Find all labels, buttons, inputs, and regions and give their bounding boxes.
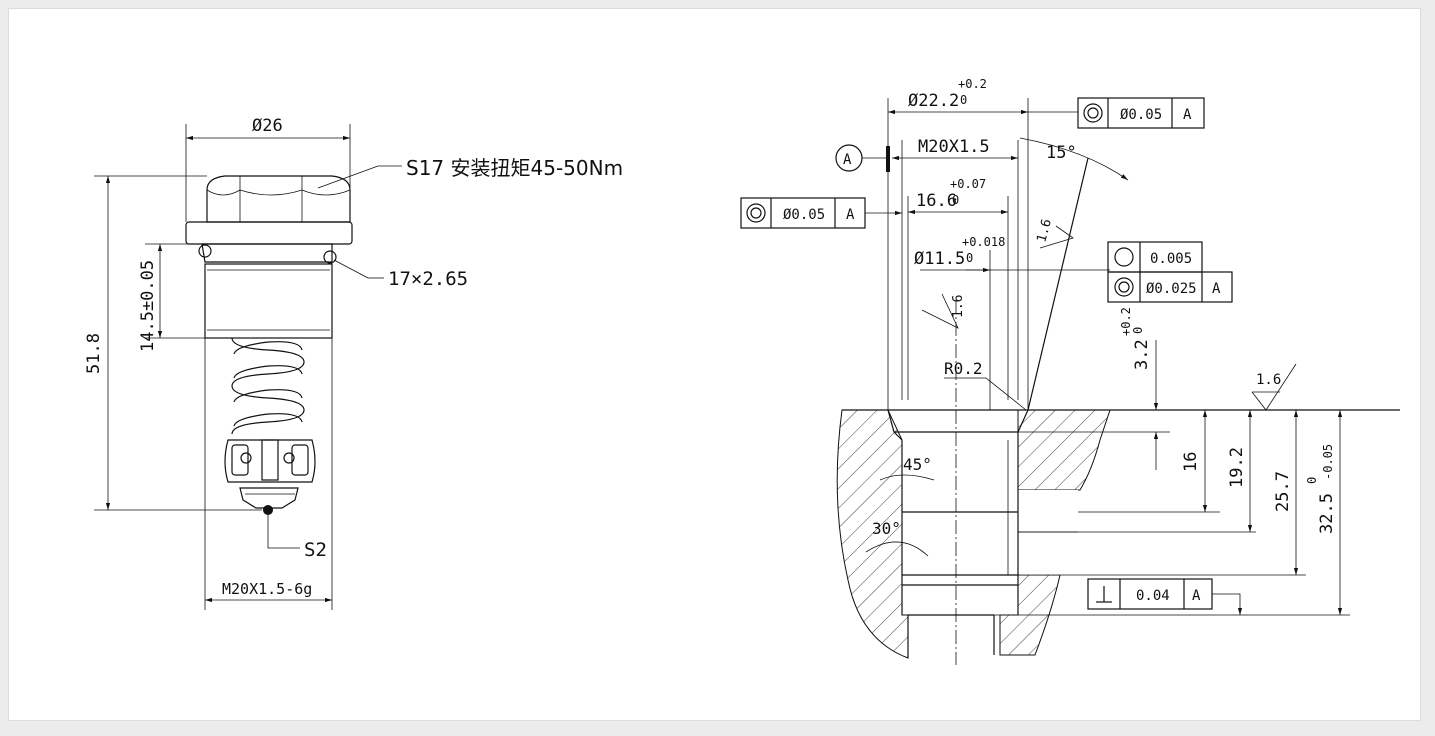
fcf-left: Ø0.05 A bbox=[740, 197, 902, 229]
valve-cage bbox=[224, 439, 316, 483]
spring bbox=[231, 337, 305, 435]
o-ring-right bbox=[323, 250, 337, 264]
right-view: Ø22.2 +0.2 0 Ø0.05 A M20X1.5 A 15° 1.6 bbox=[740, 77, 1400, 665]
dim-height-14-5: 14.5±0.05 bbox=[138, 260, 158, 352]
dim-counterbore-16-6: 16.6 bbox=[916, 191, 957, 211]
dim-depth-19-2: 19.2 bbox=[1227, 447, 1247, 488]
fcf-roundness: 0.005 bbox=[1107, 241, 1203, 273]
svg-text:Ø0.05: Ø0.05 bbox=[1120, 107, 1162, 123]
svg-text:A: A bbox=[846, 207, 855, 223]
svg-text:0: 0 bbox=[966, 251, 973, 265]
radius-r0-2: R0.2 bbox=[944, 359, 983, 378]
svg-text:A: A bbox=[1212, 281, 1221, 297]
flange bbox=[185, 221, 353, 245]
svg-text:Ø0.05: Ø0.05 bbox=[783, 207, 825, 223]
note-oring: 17×2.65 bbox=[388, 268, 468, 290]
svg-text:+0.2: +0.2 bbox=[958, 77, 987, 91]
dim-pilot-11-5: Ø11.5 bbox=[914, 249, 965, 269]
svg-text:0: 0 bbox=[1131, 327, 1145, 334]
fcf-perpendicularity: 0.04 A bbox=[1087, 578, 1243, 615]
dim-depth-32-5: 32.5 bbox=[1317, 493, 1337, 534]
svg-text:+0.07: +0.07 bbox=[950, 177, 986, 191]
o-ring-left bbox=[198, 244, 212, 258]
dim-bore-22-2: Ø22.2 bbox=[908, 91, 959, 111]
ball bbox=[263, 505, 273, 515]
valve-stem bbox=[239, 487, 299, 509]
svg-text:0: 0 bbox=[952, 193, 959, 207]
hex-head bbox=[206, 175, 351, 223]
dim-depth-25-7: 25.7 bbox=[1273, 471, 1293, 512]
drawing-frame bbox=[8, 8, 1421, 721]
threaded-body bbox=[204, 263, 333, 339]
note-hex-torque: S17 安装扭矩45-50Nm bbox=[406, 156, 623, 180]
roughness-chamfer: 1.6 bbox=[1034, 217, 1055, 244]
svg-text:0.005: 0.005 bbox=[1150, 251, 1192, 267]
dim-depth-3-2: 3.2 bbox=[1132, 339, 1152, 370]
dim-thread-m20: M20X1.5-6g bbox=[222, 580, 312, 598]
svg-text:+0.018: +0.018 bbox=[962, 235, 1005, 249]
roughness-surface: 1.6 bbox=[1256, 372, 1281, 388]
svg-text:Ø0.025: Ø0.025 bbox=[1146, 281, 1197, 297]
dim-diameter-26: Ø26 bbox=[252, 116, 283, 136]
dim-thread-m20x1-5: M20X1.5 bbox=[918, 137, 990, 157]
left-view: Ø26 S17 安装扭矩45-50Nm 17×2.65 51.8 14.5±0.… bbox=[84, 116, 623, 610]
angle-45: 45° bbox=[903, 455, 932, 474]
svg-text:A: A bbox=[843, 152, 852, 168]
fcf-concentric: Ø0.025 A bbox=[1107, 271, 1233, 303]
dim-depth-16: 16 bbox=[1181, 452, 1201, 472]
angle-30: 30° bbox=[872, 519, 901, 538]
svg-text:A: A bbox=[1183, 107, 1192, 123]
section-right-top bbox=[1017, 409, 1111, 491]
svg-text:A: A bbox=[1192, 588, 1201, 604]
svg-text:0.04: 0.04 bbox=[1136, 588, 1170, 604]
svg-text:+0.2: +0.2 bbox=[1119, 307, 1133, 336]
svg-text:-0.05: -0.05 bbox=[1321, 444, 1335, 480]
dim-height-51-8: 51.8 bbox=[84, 333, 104, 374]
angle-15: 15° bbox=[1046, 143, 1077, 163]
svg-text:0: 0 bbox=[1305, 477, 1319, 484]
note-ball-s2: S2 bbox=[304, 539, 327, 561]
roughness-bore: 1.6 bbox=[951, 295, 966, 318]
fcf-top: Ø0.05 A bbox=[1077, 97, 1205, 129]
svg-text:0: 0 bbox=[960, 93, 967, 107]
